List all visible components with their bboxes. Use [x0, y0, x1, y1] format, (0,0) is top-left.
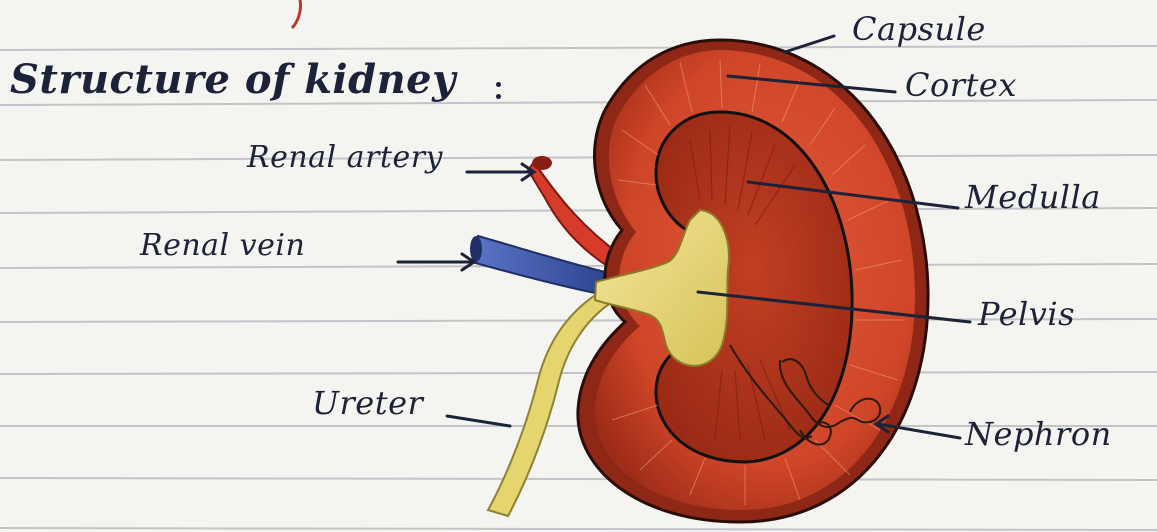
label-ureter: Ureter — [312, 384, 423, 422]
label-cortex: Cortex — [905, 66, 1017, 104]
pointer-capsule — [785, 36, 834, 52]
label-medulla: Medulla — [965, 178, 1101, 216]
title-colon-dot — [496, 94, 501, 99]
label-renal-artery: Renal artery — [247, 140, 443, 175]
renal-artery-opening — [532, 156, 552, 170]
label-nephron: Nephron — [965, 415, 1112, 453]
label-capsule: Capsule — [852, 10, 986, 48]
diagram-title: Structure of kidney — [10, 56, 456, 103]
pointer-ureter — [447, 416, 510, 426]
label-renal-vein: Renal vein — [140, 228, 305, 263]
ink-fragment — [292, 0, 301, 28]
title-colon-dot — [496, 82, 501, 87]
renal-vein-opening — [470, 236, 482, 262]
label-pelvis: Pelvis — [978, 295, 1075, 333]
